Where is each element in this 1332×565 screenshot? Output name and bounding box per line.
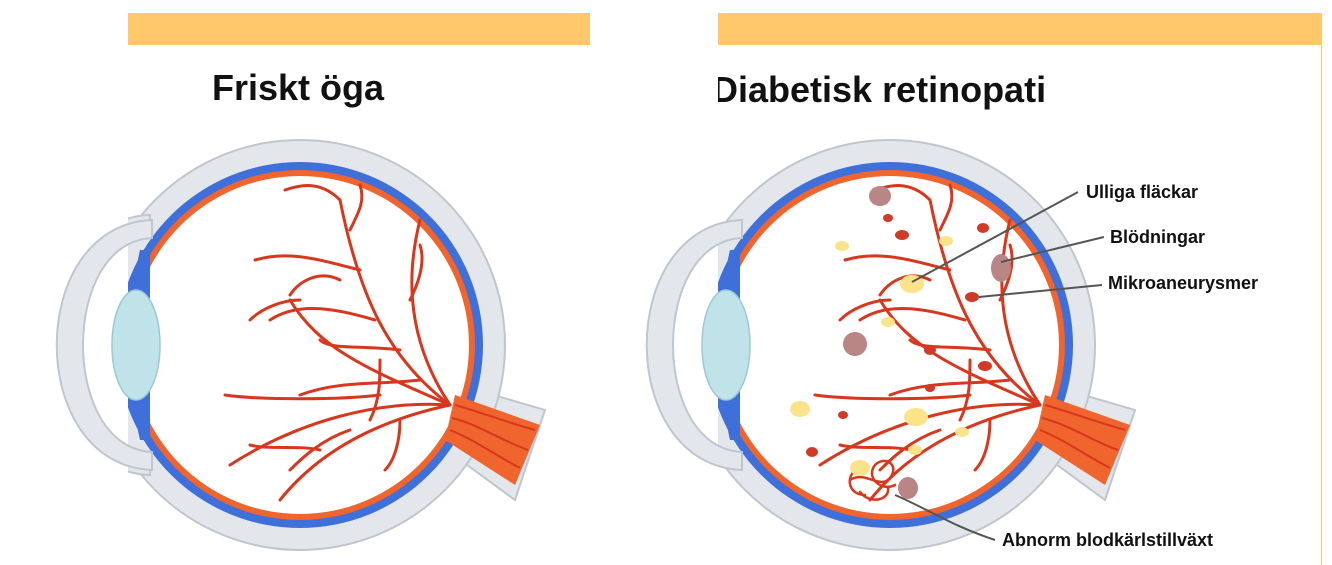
label-cotton-wool-spots: Ulliga fläckar: [1086, 181, 1198, 203]
healthy-eye-illustration: [0, 0, 620, 565]
lens: [112, 290, 160, 400]
label-neovascularization: Abnorm blodkärlstillväxt: [1002, 529, 1213, 551]
label-hemorrhages: Blödningar: [1110, 226, 1205, 248]
label-microaneurysms: Mikroaneurysmer: [1108, 272, 1258, 294]
lens: [702, 290, 750, 400]
frame-line-right: [1321, 45, 1322, 565]
